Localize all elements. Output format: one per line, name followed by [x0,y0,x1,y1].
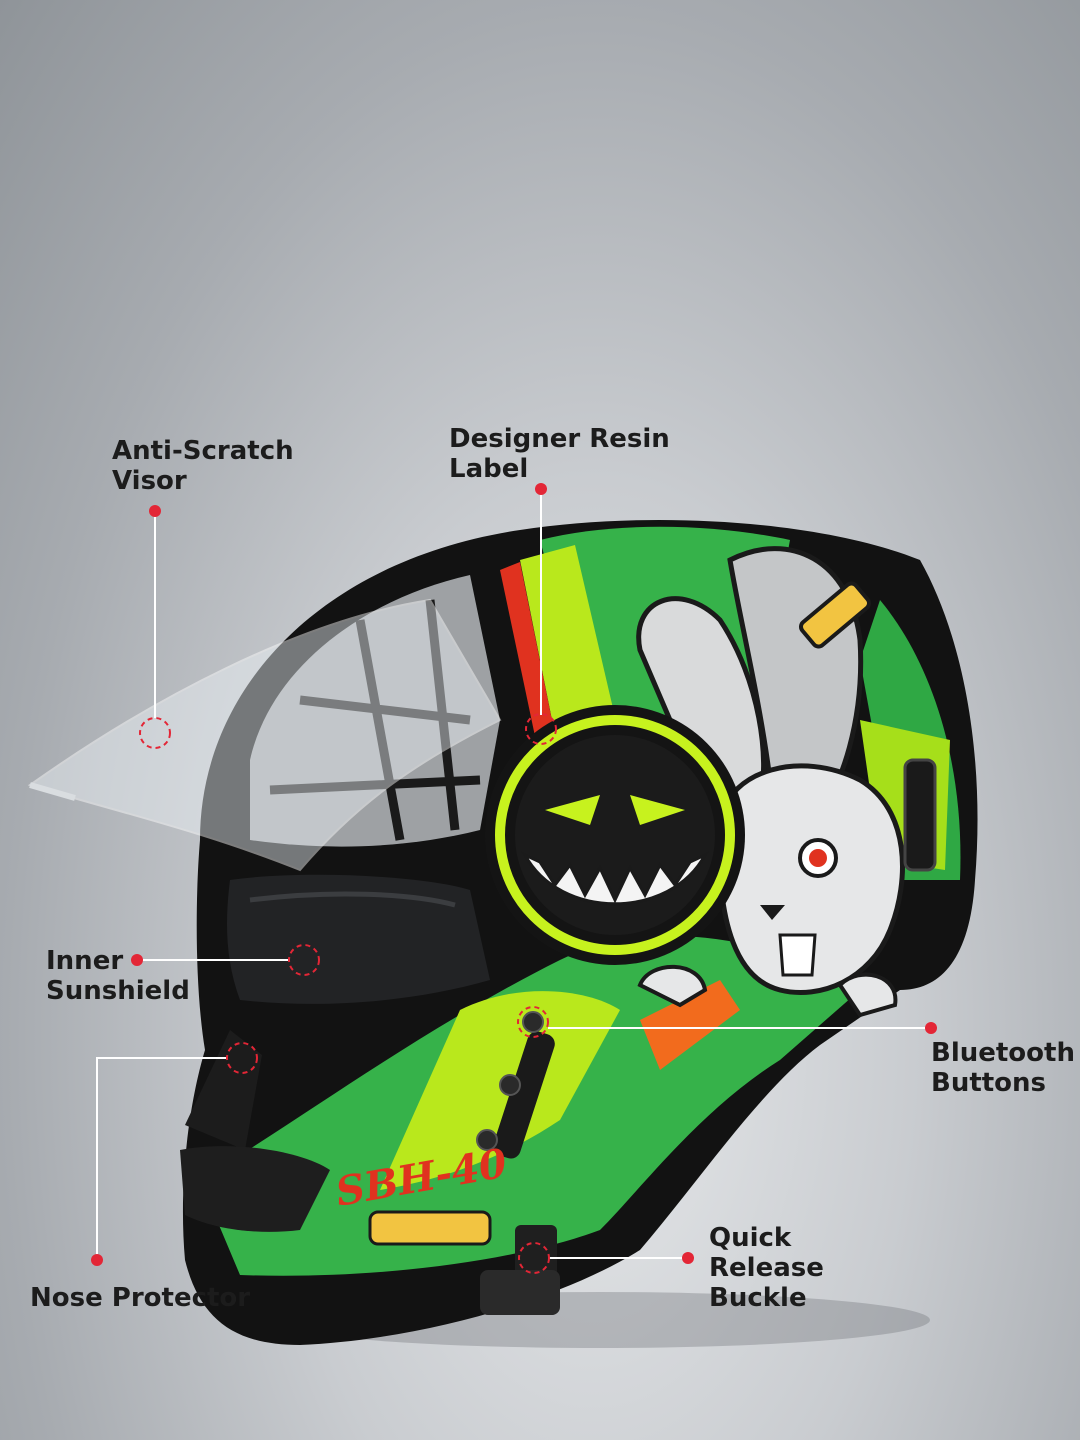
nose-protector-shape [185,1030,262,1150]
label-quick-release-buckle: Quick Release Buckle [709,1223,824,1313]
label-bluetooth-buttons: Bluetooth Buttons [931,1038,1075,1098]
rear-vent [903,758,937,872]
sunshield-target [288,944,320,976]
bt-button-3 [476,1129,498,1151]
callout-dots [91,483,937,1266]
visor-dot [149,505,161,517]
rabbit-nose [760,905,785,920]
badge-eye-right [630,795,685,825]
inner-sunshield-shape [227,874,490,1004]
callout-lines [96,490,931,1260]
chin-bandage [368,1210,492,1246]
badge-eye-left [545,795,600,825]
buckle-target [518,1242,550,1274]
bandage [798,581,872,649]
nose-leader [96,1057,228,1260]
visor-tab [29,782,76,801]
clear-visor [27,598,502,872]
resin-target [525,713,557,745]
helmet [27,520,978,1345]
rabbit-graphic [636,546,905,1018]
badge-grin [521,851,709,906]
bt-button-2 [499,1074,521,1096]
red-stripe [500,562,560,760]
badge-ring [495,715,735,955]
rabbit-paw-right [837,972,898,1018]
rabbit-paw [637,964,708,1008]
bt-button-1 [522,1011,544,1033]
sunshield-highlight [249,891,456,908]
designer-resin-badge [485,705,745,965]
buckle-dot [682,1252,694,1264]
bluetooth-strip [493,1031,555,1159]
resin-dot [535,483,547,495]
lime-panel-chin [380,991,620,1190]
sunshield-dot [131,954,143,966]
nose-target [226,1042,258,1074]
visor-target [139,717,171,749]
quick-release-buckle-shape [480,1270,560,1315]
bluetooth-target [517,1006,549,1038]
target-rings [139,713,557,1274]
nose-dot [91,1254,103,1266]
orange-carrot [640,980,740,1070]
label-designer-resin: Designer Resin Label [449,424,670,484]
chin-vent [180,1146,330,1232]
rabbit-pupil [809,849,827,867]
label-inner-sunshield: Inner Sunshield [46,946,190,1006]
label-nose-protector: Nose Protector [30,1283,251,1313]
bluetooth-dot [925,1022,937,1034]
rabbit-teeth [778,933,817,977]
visor-grid-line [269,599,481,841]
label-anti-scratch-visor: Anti-Scratch Visor [112,436,294,496]
rabbit-face [716,763,905,995]
